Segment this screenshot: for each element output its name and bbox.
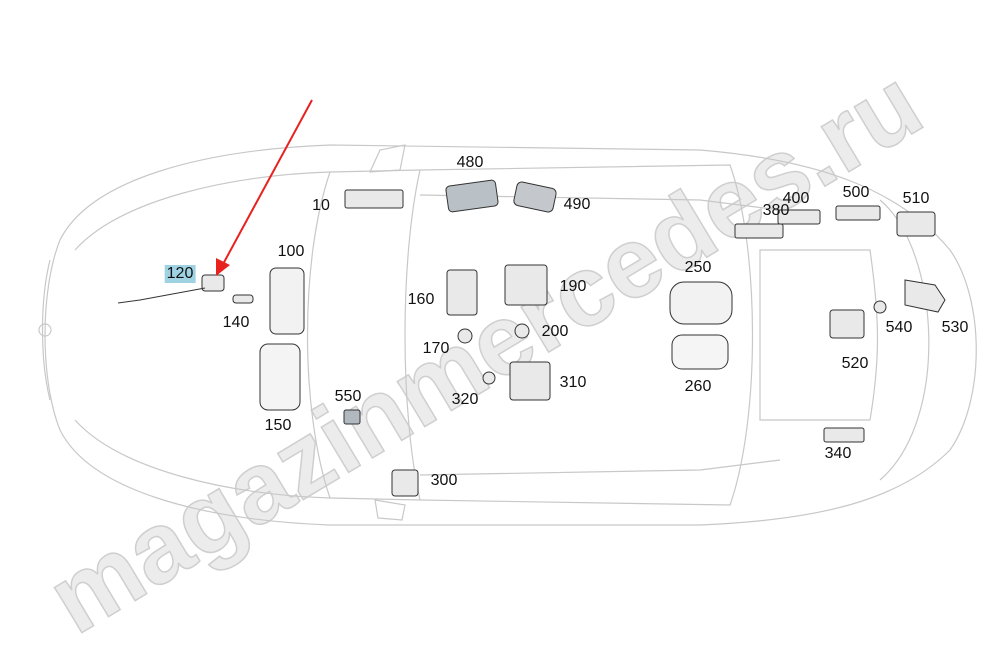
part-540-shape[interactable] [873,300,887,314]
label-140[interactable]: 140 [222,314,250,331]
part-320-shape[interactable] [482,371,496,385]
part-120-shape[interactable] [201,274,225,292]
part-550-shape[interactable] [343,409,361,425]
part-120-cable [117,287,206,304]
part-400-shape[interactable] [777,209,821,225]
label-100[interactable]: 100 [277,243,305,260]
part-200-shape[interactable] [514,323,530,339]
label-340[interactable]: 340 [824,445,852,462]
part-260-shape[interactable] [671,334,729,370]
part-500-shape[interactable] [835,205,881,221]
label-120-selected[interactable]: 120 [164,265,196,283]
label-310[interactable]: 310 [559,374,587,391]
label-250[interactable]: 250 [684,259,712,276]
label-520[interactable]: 520 [841,355,869,372]
label-10[interactable]: 10 [312,197,330,214]
label-510[interactable]: 510 [902,190,930,207]
part-510-shape[interactable] [896,211,936,237]
part-300-shape[interactable] [391,469,419,497]
part-380-shape[interactable] [734,223,784,239]
part-530-shape[interactable] [904,279,946,313]
label-320[interactable]: 320 [451,391,479,408]
part-480-shape[interactable] [445,179,499,213]
label-550[interactable]: 550 [334,388,362,405]
part-170-shape[interactable] [457,328,473,344]
part-340-shape[interactable] [823,427,865,443]
label-490[interactable]: 490 [563,196,591,213]
label-500[interactable]: 500 [842,184,870,201]
part-10-shape[interactable] [344,189,404,209]
label-400[interactable]: 400 [782,190,810,207]
label-260[interactable]: 260 [684,378,712,395]
part-140-shape[interactable] [232,294,254,304]
part-250-shape[interactable] [669,281,733,325]
label-150[interactable]: 150 [264,417,292,434]
part-190-shape[interactable] [504,264,548,306]
part-310-shape[interactable] [509,361,551,401]
label-300[interactable]: 300 [430,472,458,489]
pointer-arrow [216,99,313,276]
part-490-shape[interactable] [513,181,557,213]
label-480[interactable]: 480 [456,154,484,171]
part-160-shape[interactable] [446,269,478,316]
label-190[interactable]: 190 [559,278,587,295]
part-100-shape[interactable] [269,267,305,335]
part-150-shape[interactable] [259,343,301,411]
label-160[interactable]: 160 [407,291,435,308]
label-170[interactable]: 170 [422,340,450,357]
label-200[interactable]: 200 [541,323,569,340]
part-520-shape[interactable] [829,309,865,339]
label-380[interactable]: 380 [762,202,790,219]
label-530[interactable]: 530 [941,319,969,336]
label-540[interactable]: 540 [885,319,913,336]
